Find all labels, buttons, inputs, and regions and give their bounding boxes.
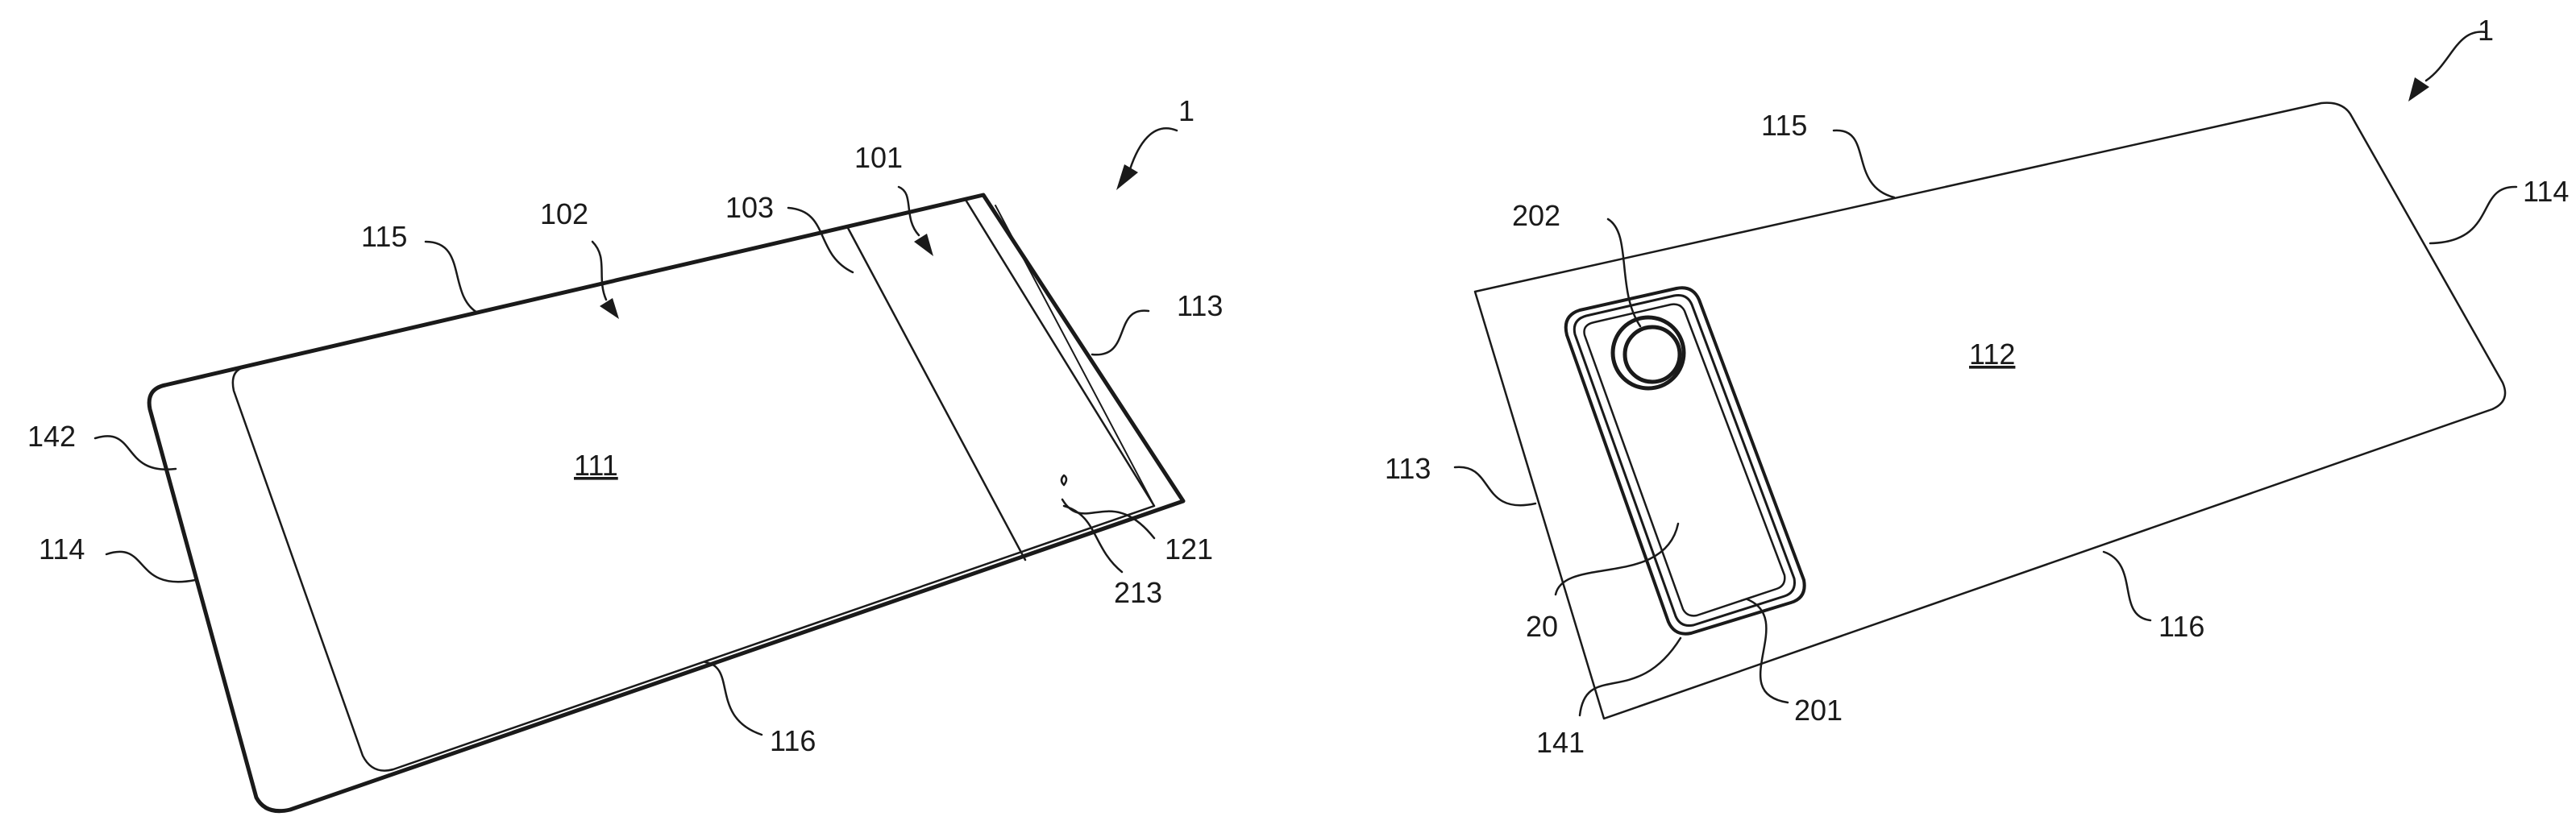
leader-right-141 [1580, 638, 1681, 715]
arrow-left-102 [600, 298, 619, 319]
label-right-device: 1 [2478, 14, 2494, 47]
left-display-outline [233, 200, 1154, 771]
leader-right-115 [1834, 131, 1894, 197]
leader-right-20 [1556, 524, 1678, 595]
leader-left-114 [106, 552, 195, 582]
leader-left-115 [426, 242, 477, 313]
right-device-outline [1475, 103, 2505, 719]
arrow-left-1 [1116, 164, 1138, 190]
label-right-202: 202 [1512, 199, 1560, 232]
label-left-113: 113 [1177, 289, 1223, 322]
label-right-113: 113 [1385, 452, 1431, 485]
label-right-112: 112 [1969, 338, 2015, 371]
label-left-101: 101 [854, 141, 903, 174]
arrow-left-101 [914, 234, 933, 256]
label-right-201: 201 [1794, 694, 1843, 727]
label-left-114: 114 [39, 533, 85, 566]
left-divider-line [848, 228, 1025, 560]
right-lens-inner-ring [1625, 327, 1680, 382]
label-left-121: 121 [1165, 533, 1213, 566]
label-right-116: 116 [2158, 610, 2204, 643]
label-left-142: 142 [27, 420, 76, 453]
left-hole-icon [1062, 475, 1066, 485]
leader-left-113 [1092, 311, 1149, 355]
label-right-115: 115 [1761, 109, 1807, 142]
leader-right-113 [1455, 467, 1535, 506]
label-left-213: 213 [1114, 576, 1162, 609]
label-left-102: 102 [540, 197, 588, 230]
label-left-device: 1 [1178, 94, 1195, 127]
left-figure: 1 101 102 103 115 113 142 111 114 121 21… [27, 94, 1223, 811]
label-left-115: 115 [361, 220, 407, 253]
right-figure: 1 115 114 202 112 113 20 116 201 141 [1385, 14, 2569, 759]
label-right-20: 20 [1526, 610, 1558, 643]
label-right-114: 114 [2523, 175, 2569, 208]
label-left-116: 116 [770, 724, 816, 757]
label-left-103: 103 [725, 191, 774, 224]
right-module-outer [1566, 288, 1805, 633]
leader-left-116 [705, 662, 762, 735]
leader-right-114 [2430, 187, 2516, 243]
leader-left-102 [592, 242, 606, 300]
left-edge-inner-line [995, 205, 1154, 506]
leader-right-116 [2104, 552, 2150, 620]
left-device-outline [149, 195, 1183, 811]
leader-left-1 [1130, 128, 1177, 169]
label-right-141: 141 [1536, 726, 1585, 759]
label-left-111: 111 [574, 449, 618, 482]
